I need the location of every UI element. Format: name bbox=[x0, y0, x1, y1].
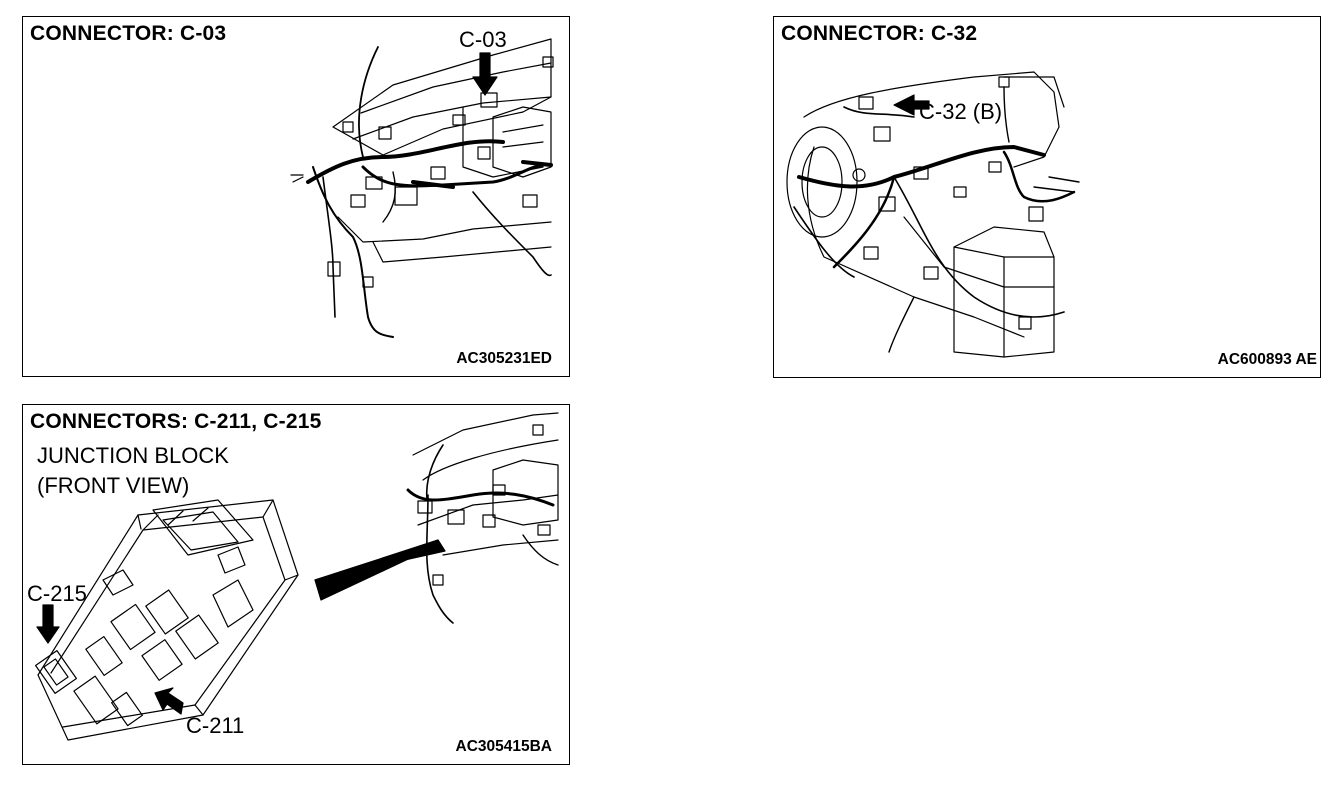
c03-callout-label: C-03 bbox=[459, 27, 507, 52]
c215-callout-label: C-215 bbox=[27, 581, 87, 606]
c03-wiring-illustration: C-03 bbox=[290, 27, 554, 338]
connector-c32-panel: C-32 (B) CONNECTOR: C-32 AC600893 AE bbox=[773, 16, 1321, 378]
c211-callout-label: C-211 bbox=[186, 713, 244, 738]
junction-block-label: JUNCTION BLOCK bbox=[37, 443, 229, 468]
front-view-label: (FRONT VIEW) bbox=[37, 473, 190, 498]
figure-code: AC305415BA bbox=[455, 738, 553, 755]
panel-title: CONNECTORS: C-211, C-215 bbox=[30, 410, 322, 433]
connector-c03-panel: C-03 CONNECTOR: C-03 AC305231ED bbox=[22, 16, 570, 377]
junction-block-illustration: C-215 C-211 bbox=[27, 412, 559, 741]
figure-code: AC305231ED bbox=[456, 350, 552, 367]
c32-callout-label: C-32 (B) bbox=[919, 99, 1002, 124]
c32-wiring-illustration: C-32 (B) bbox=[786, 71, 1080, 358]
dashboard-illustration bbox=[406, 412, 559, 624]
panel-title: CONNECTOR: C-03 bbox=[30, 22, 227, 45]
connectors-c211-c215-panel: C-215 C-211 CONNECTORS: C-211, C-215 JUN… bbox=[22, 404, 570, 765]
figure-code: AC600893 AE bbox=[1217, 351, 1317, 368]
panel-title: CONNECTOR: C-32 bbox=[781, 22, 978, 45]
junction-block bbox=[35, 499, 299, 741]
